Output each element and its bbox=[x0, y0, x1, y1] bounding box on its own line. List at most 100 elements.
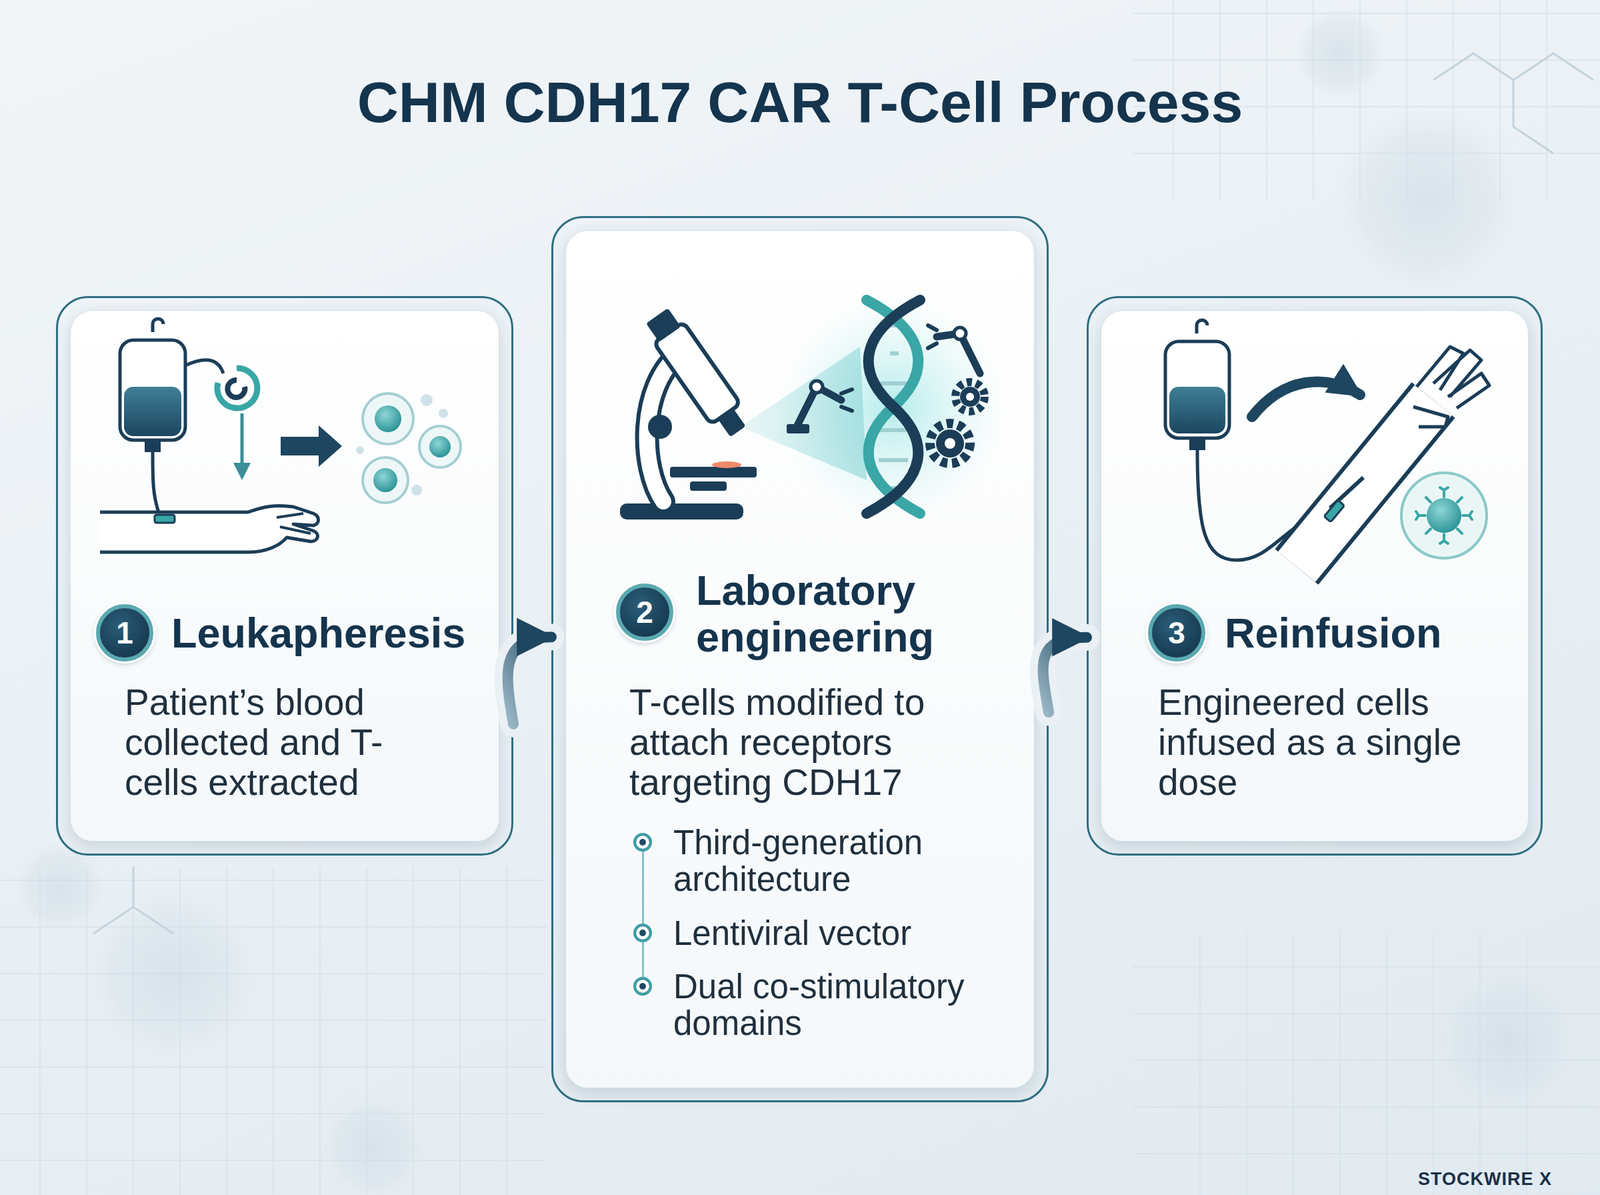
gear bbox=[955, 382, 985, 412]
rungs bbox=[873, 325, 914, 488]
robot-gripper bbox=[928, 325, 937, 348]
bullet-item: Lentiviral vector bbox=[673, 914, 1020, 952]
gear bbox=[930, 423, 970, 464]
cell-nucleus bbox=[429, 436, 451, 458]
down-arrow bbox=[240, 413, 244, 466]
down-arrow-head bbox=[233, 462, 251, 480]
bullet-marker bbox=[633, 832, 652, 852]
centrifuge-swirl bbox=[227, 380, 245, 398]
cell-blob bbox=[1293, 6, 1387, 100]
vein-line bbox=[1330, 477, 1364, 508]
cell-nucleus bbox=[373, 468, 398, 492]
leukapheresis-illustration bbox=[100, 318, 461, 552]
microscope-arm bbox=[647, 353, 680, 502]
step-description: T-cells modified to attach receptors tar… bbox=[629, 682, 963, 802]
gear-hole bbox=[966, 392, 974, 401]
cell-blob bbox=[1333, 106, 1520, 294]
curved-arrow bbox=[1252, 382, 1360, 417]
callout-number: 3 bbox=[1168, 617, 1186, 648]
robot-joint bbox=[810, 380, 823, 393]
watermark: STOCKWIRE X bbox=[1285, 1168, 1552, 1190]
robot-arm-right bbox=[936, 333, 980, 374]
t-cell bbox=[362, 393, 414, 444]
iv-bag bbox=[1165, 341, 1230, 438]
step-card: Laboratory engineeringT-cells modified t… bbox=[551, 216, 1049, 1102]
cannula bbox=[154, 514, 175, 523]
iv-tube bbox=[152, 452, 160, 516]
bag-neck bbox=[1189, 438, 1206, 450]
cannula bbox=[1324, 500, 1345, 522]
step-card: LeukapheresisPatient’s blood collected a… bbox=[56, 296, 514, 856]
callout-number: 2 bbox=[636, 596, 654, 628]
robot-gripper bbox=[841, 389, 852, 411]
focus-knob bbox=[648, 414, 672, 439]
step-number-circle: 1 bbox=[96, 604, 154, 662]
bullet-item: Third-generation architecture bbox=[673, 824, 1020, 898]
hand bbox=[1413, 346, 1490, 427]
dna-rungs bbox=[873, 325, 914, 488]
particle bbox=[356, 446, 364, 454]
particle bbox=[411, 484, 422, 496]
bullet-connector-line bbox=[642, 842, 644, 986]
step-heading: Laboratory engineering bbox=[696, 566, 983, 660]
robot-arm-left bbox=[796, 386, 842, 427]
arm bbox=[1296, 400, 1434, 567]
step-heading: Reinfusion bbox=[1224, 608, 1532, 657]
callout-number: 1 bbox=[116, 617, 134, 648]
cell-blob bbox=[320, 1093, 427, 1195]
t-cell bbox=[362, 457, 408, 503]
bag-hook bbox=[152, 318, 164, 332]
iv-tube bbox=[1197, 450, 1324, 560]
car-receptors bbox=[1416, 487, 1472, 544]
iv-bag bbox=[120, 340, 186, 440]
hand-fingers bbox=[276, 513, 311, 534]
step-description: Patient’s blood collected and T-cells ex… bbox=[124, 682, 418, 802]
flow-arrow bbox=[1043, 637, 1087, 712]
arrow-halo bbox=[1043, 637, 1087, 712]
bullet-marker bbox=[633, 923, 652, 942]
step-heading: Leukapheresis bbox=[171, 608, 505, 657]
eyepiece bbox=[646, 308, 681, 342]
gear-hub bbox=[936, 429, 964, 458]
step-number-circle: 2 bbox=[616, 583, 674, 641]
dna-strand bbox=[866, 300, 920, 514]
engineering-illustration bbox=[620, 293, 1007, 520]
gear-hub bbox=[960, 386, 980, 407]
receptor-spikes bbox=[1416, 487, 1472, 544]
arrow-halo bbox=[508, 636, 552, 724]
flow-arrow bbox=[508, 636, 552, 724]
t-cell bbox=[419, 426, 461, 468]
step-card: ReinfusionEngineered cells infused as a … bbox=[1086, 296, 1543, 856]
grid-lower-right bbox=[1133, 933, 1600, 1195]
bullet-item: Dual co-stimulatory domains bbox=[673, 968, 1020, 1042]
dna-glow bbox=[780, 293, 1007, 520]
car-t-cell bbox=[1426, 498, 1462, 533]
molecule-bonds bbox=[93, 866, 174, 934]
bag-fluid bbox=[124, 386, 182, 436]
iv-tube bbox=[185, 360, 224, 374]
microscope-base bbox=[620, 503, 744, 520]
cell-blob bbox=[1433, 966, 1580, 1114]
bullet-marker bbox=[633, 976, 652, 996]
slide-light bbox=[712, 461, 742, 468]
diagram-title: CHM CDH17 CAR T-Cell Process bbox=[0, 68, 1600, 136]
particle bbox=[420, 394, 433, 406]
stage-clip bbox=[690, 481, 727, 491]
microscope-tube bbox=[642, 305, 753, 442]
microscope-arm-fill bbox=[647, 353, 680, 502]
objective bbox=[717, 407, 746, 437]
step-number-circle: 3 bbox=[1148, 604, 1206, 662]
light-beam bbox=[740, 346, 867, 480]
gear-hole bbox=[944, 438, 956, 449]
right-arrow bbox=[280, 425, 342, 467]
centrifuge-swirl bbox=[217, 368, 258, 408]
robot-base bbox=[786, 424, 810, 434]
particle bbox=[438, 408, 448, 418]
cell-bubble bbox=[1401, 472, 1487, 558]
tube-body bbox=[654, 322, 741, 425]
microscope-stage bbox=[670, 466, 757, 478]
robot-joint bbox=[954, 327, 966, 340]
